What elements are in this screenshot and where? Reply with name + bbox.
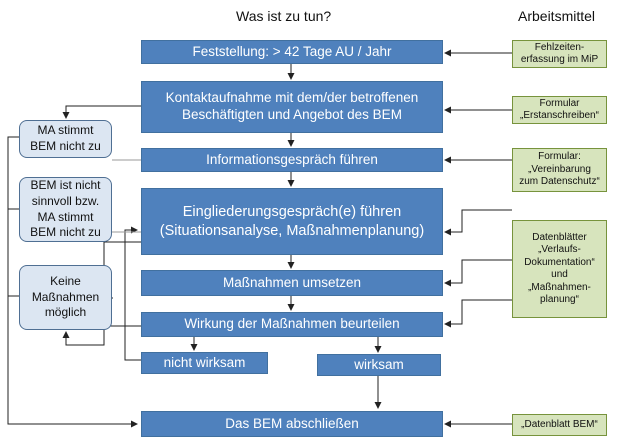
- tool-formular-erstanschreiben: Formular „Erstanschreiben“: [512, 96, 607, 124]
- outcome-ma-stimmt-nicht-zu: MA stimmt BEM nicht zu: [19, 120, 112, 158]
- tool-fehlzeitenerfassung-label: Fehlzeiten- erfassung im MiP: [520, 41, 599, 66]
- step-informationsgespraech: Informationsgespräch führen: [141, 148, 443, 172]
- outcome-bem-nicht-sinnvoll: BEM ist nicht sinnvoll bzw. MA stimmt BE…: [19, 177, 112, 242]
- step-massnahmen-umsetzen-label: Maßnahmen umsetzen: [222, 274, 362, 290]
- step-wirksam-label: wirksam: [354, 356, 404, 372]
- step-massnahmen-umsetzen: Maßnahmen umsetzen: [141, 270, 443, 296]
- step-nicht-wirksam: nicht wirksam: [141, 352, 268, 374]
- outcome-keine-massnahmen-label: Keine Maßnahmen möglich: [31, 274, 100, 320]
- step-wirkung-beurteilen: Wirkung der Maßnahmen beurteilen: [141, 312, 443, 337]
- step-nicht-wirksam-label: nicht wirksam: [163, 354, 246, 370]
- step-bem-abschliessen: Das BEM abschließen: [141, 411, 443, 437]
- step-feststellung: Feststellung: > 42 Tage AU / Jahr: [141, 40, 443, 64]
- outcome-keine-massnahmen: Keine Maßnahmen möglich: [19, 265, 112, 330]
- step-eingliederungsgespraech: Eingliederungsgespräch(e) führen (Situat…: [141, 188, 443, 255]
- tool-datenblaetter-label: Datenblätter „Verlaufs- Dokumentation“ u…: [524, 231, 595, 306]
- step-bem-abschliessen-label: Das BEM abschließen: [225, 415, 359, 431]
- step-kontaktaufnahme-label: Kontaktaufnahme mit dem/der betroffenen …: [165, 90, 419, 122]
- column-header-tools: Arbeitsmittel: [518, 8, 596, 24]
- tool-formular-erstanschreiben-label: Formular „Erstanschreiben“: [520, 97, 599, 122]
- step-kontaktaufnahme: Kontaktaufnahme mit dem/der betroffenen …: [141, 81, 443, 133]
- step-wirksam: wirksam: [317, 354, 441, 376]
- step-eingliederungsgespraech-label: Eingliederungsgespräch(e) führen (Situat…: [159, 204, 425, 239]
- step-wirkung-beurteilen-label: Wirkung der Maßnahmen beurteilen: [184, 316, 400, 332]
- column-header-steps: Was ist zu tun?: [236, 8, 332, 24]
- outcome-bem-nicht-sinnvoll-label: BEM ist nicht sinnvoll bzw. MA stimmt BE…: [30, 178, 101, 240]
- tool-formular-vereinbarung-datenschutz-label: Formular: „Vereinbarung zum Datenschutz“: [519, 151, 600, 188]
- step-informationsgespraech-label: Informationsgespräch führen: [206, 151, 378, 167]
- tool-datenblaetter: Datenblätter „Verlaufs- Dokumentation“ u…: [512, 220, 607, 318]
- step-feststellung-label: Feststellung: > 42 Tage AU / Jahr: [192, 43, 392, 59]
- tool-datenblatt-bem-label: „Datenblatt BEM“: [521, 418, 598, 430]
- outcome-ma-stimmt-nicht-zu-label: MA stimmt BEM nicht zu: [30, 123, 101, 153]
- tool-datenblatt-bem: „Datenblatt BEM“: [512, 414, 607, 436]
- tool-formular-vereinbarung-datenschutz: Formular: „Vereinbarung zum Datenschutz“: [512, 148, 607, 192]
- tool-fehlzeitenerfassung: Fehlzeiten- erfassung im MiP: [512, 40, 607, 68]
